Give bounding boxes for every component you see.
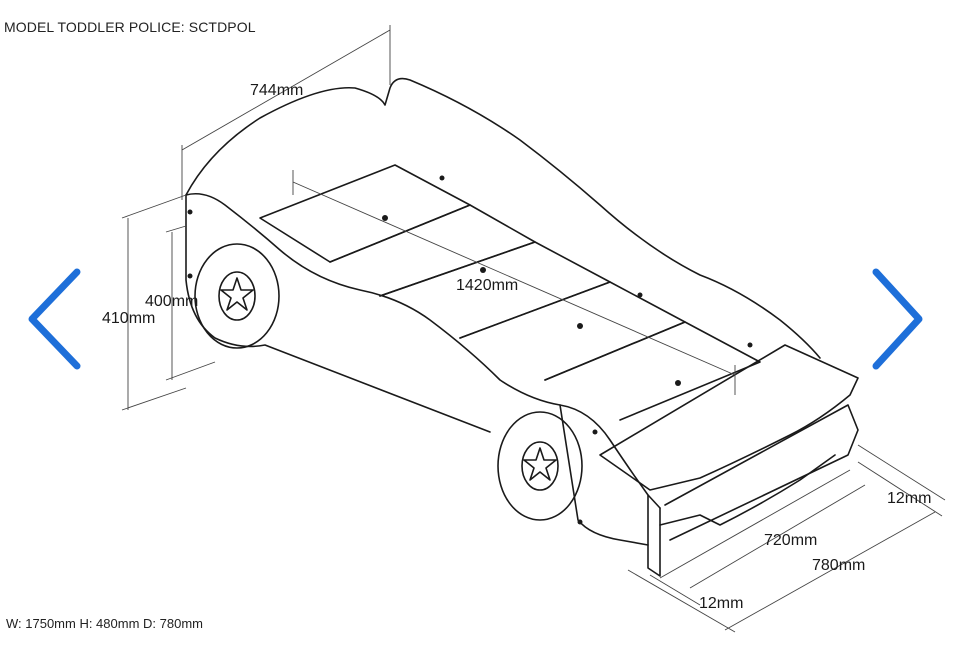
back-side-panel: [185, 77, 821, 359]
dim-outer-depth: 780mm: [812, 557, 865, 574]
dim-thickness-right: 12mm: [887, 490, 931, 507]
dim-inner-depth: 720mm: [764, 532, 817, 549]
slat-4: [459, 281, 686, 381]
dim-width-top: 744mm: [250, 82, 303, 99]
dim-height-inner: 400mm: [145, 293, 198, 310]
slat-5: [544, 321, 761, 421]
front-side-panel: [185, 192, 661, 509]
dim-length: 1420mm: [456, 277, 518, 294]
front-wheel: [194, 243, 280, 349]
overall-dimensions: W: 1750mm H: 480mm D: 780mm: [6, 616, 203, 631]
chevron-left-icon: [28, 268, 81, 370]
prev-button[interactable]: [22, 264, 82, 374]
model-title: MODEL TODDLER POLICE: SCTDPOL: [4, 19, 256, 35]
footboard-shelf: [599, 344, 859, 491]
chevron-right-icon: [872, 268, 923, 370]
dim-height-outer: 410mm: [102, 310, 155, 327]
rear-wheel: [497, 411, 583, 521]
dim-thickness-bottom: 12mm: [699, 595, 743, 612]
next-button[interactable]: [864, 264, 924, 374]
